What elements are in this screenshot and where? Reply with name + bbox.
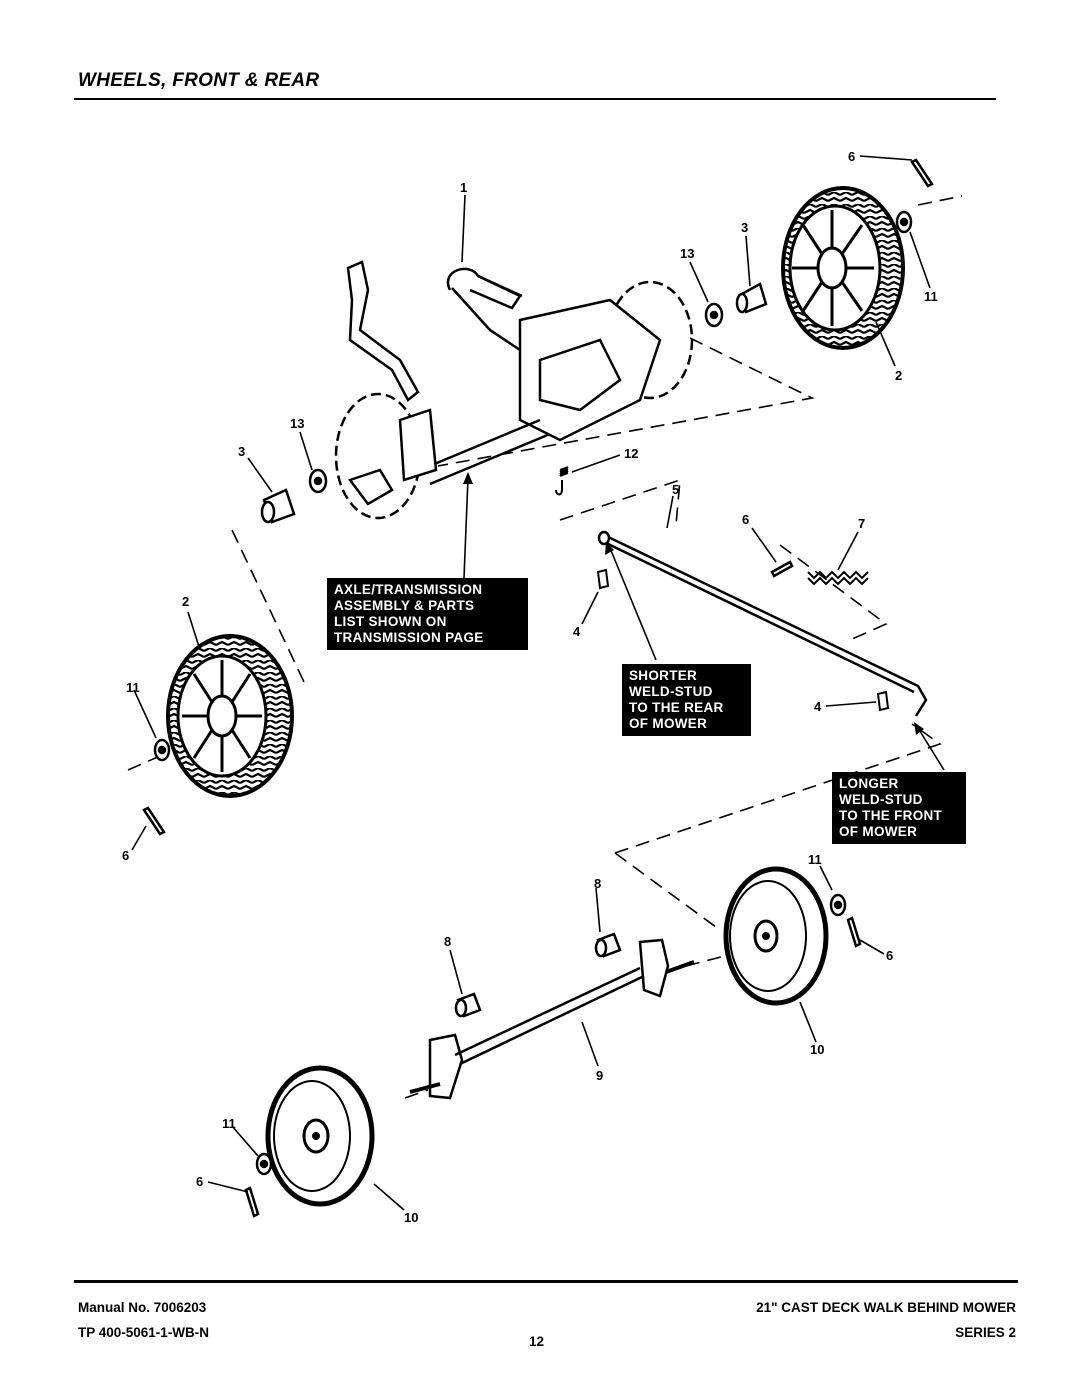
part-number: 3 [741, 220, 748, 235]
part-number: 5 [672, 482, 679, 497]
cotter-pin-mid [770, 560, 794, 578]
series-label: SERIES 2 [955, 1325, 1016, 1340]
part-number: 11 [808, 852, 822, 867]
cotter-pin-left [142, 806, 166, 836]
part-number: 13 [290, 416, 304, 431]
washer-left [308, 468, 328, 494]
part-number: 2 [182, 594, 189, 609]
rear-wheel-right [781, 186, 905, 350]
callout-longer-weld-stud: LONGER WELD-STUD TO THE FRONT OF MOWER [832, 772, 966, 844]
washer-front-right [829, 893, 847, 917]
pin-4-right [876, 690, 890, 712]
part-number: 8 [594, 876, 601, 891]
part-number: 13 [680, 246, 694, 261]
spring-12 [555, 466, 569, 496]
manual-number: Manual No. 7006203 [78, 1300, 207, 1315]
part-number: 11 [924, 289, 938, 304]
page-number: 12 [529, 1334, 545, 1349]
bushing-front-left [454, 992, 482, 1018]
front-wheel-right [723, 866, 829, 1006]
part-number: 7 [858, 516, 865, 531]
part-number: 6 [196, 1174, 203, 1189]
tp-number: TP 400-5061-1-WB-N [78, 1325, 210, 1340]
cotter-pin-top [910, 158, 934, 188]
footer-divider [74, 1280, 1018, 1283]
cotter-pin-front-right [846, 916, 862, 948]
page-title: WHEELS, FRONT & REAR [78, 70, 320, 91]
pin-4-left [596, 568, 610, 590]
part-number: 11 [222, 1116, 236, 1131]
bushing-top [735, 282, 768, 314]
handle-bracket [346, 260, 523, 402]
washer-right-top [895, 210, 913, 234]
washer-rear-left [153, 738, 171, 762]
part-number: 10 [404, 1210, 418, 1225]
part-number: 6 [848, 149, 855, 164]
front-axle [409, 938, 695, 1100]
axle-transmission [334, 280, 694, 520]
part-number: 1 [460, 180, 467, 195]
leader-arrowheads [463, 472, 924, 735]
bushing-left [260, 488, 296, 524]
assembly-guide-lines [127, 195, 963, 1099]
part-number: 6 [886, 948, 893, 963]
front-wheel-left [265, 1065, 375, 1207]
product-name: 21" CAST DECK WALK BEHIND MOWER [756, 1300, 1016, 1315]
part-number: 11 [126, 680, 140, 695]
part-number: 2 [895, 368, 902, 383]
height-adjust-rod [597, 530, 928, 717]
part-number: 10 [810, 1042, 824, 1057]
callout-axle-transmission: AXLE/TRANSMISSION ASSEMBLY & PARTS LIST … [327, 578, 528, 650]
part-number: 4 [814, 699, 822, 714]
washer-front-left [255, 1152, 273, 1176]
washer-top [704, 302, 724, 328]
part-number: 6 [742, 512, 749, 527]
part-number: 12 [624, 446, 638, 461]
spring-7 [807, 570, 869, 586]
part-number: 9 [596, 1068, 603, 1083]
rear-wheel-left [166, 634, 294, 798]
callout-shorter-weld-stud: SHORTER WELD-STUD TO THE REAR OF MOWER [622, 664, 751, 736]
leader-lines [131, 155, 945, 1211]
part-number: 4 [573, 624, 581, 639]
cotter-pin-front-left [244, 1186, 260, 1218]
part-number: 3 [238, 444, 245, 459]
bushing-front-right [594, 932, 622, 958]
part-number: 6 [122, 848, 129, 863]
title-divider [74, 98, 996, 100]
part-number-labels: 6 1 3 13 11 2 13 3 12 5 6 7 2 4 11 6 4 1… [122, 149, 938, 1225]
part-number: 8 [444, 934, 451, 949]
